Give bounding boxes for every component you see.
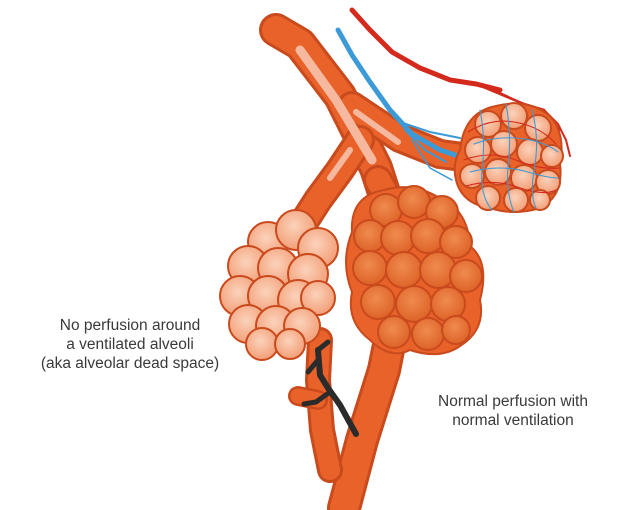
dead-space-label-line-3: (aka alveolar dead space) — [10, 354, 250, 373]
alveoli-cluster-normal — [346, 186, 483, 354]
normal-perfusion-label: Normal perfusion with normal ventilation — [408, 392, 618, 430]
dead-space-label: No perfusion around a ventilated alveoli… — [10, 316, 250, 373]
dead-space-label-line-1: No perfusion around — [10, 316, 250, 335]
normal-perfusion-label-line-1: Normal perfusion with — [408, 392, 618, 411]
dead-space-label-line-2: a ventilated alveoli — [10, 335, 250, 354]
normal-perfusion-label-line-2: normal ventilation — [408, 411, 618, 430]
